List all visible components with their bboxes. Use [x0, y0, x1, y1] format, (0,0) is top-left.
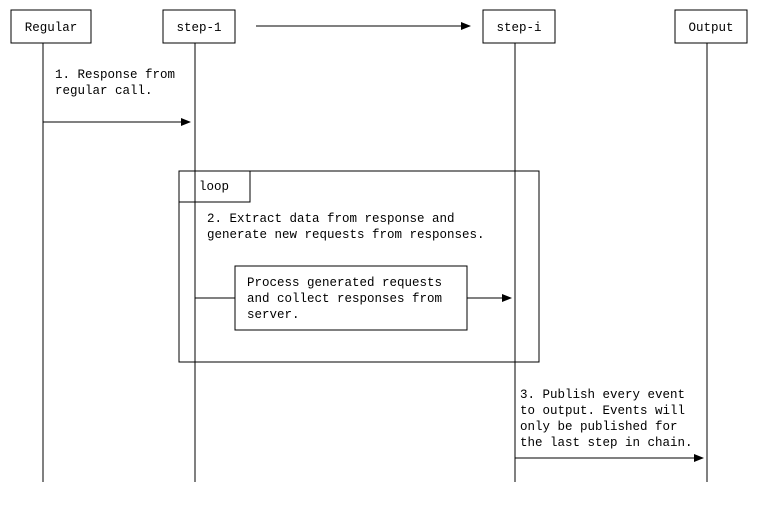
participant-regular-label: Regular	[25, 21, 78, 35]
participant-output-label: Output	[688, 21, 733, 35]
participant-step1: step-1	[162, 9, 236, 44]
participant-step1-label: step-1	[176, 21, 221, 35]
loop-label: loop	[199, 180, 229, 194]
participant-stepi: step-i	[482, 9, 556, 44]
process-box-line-1: Process generated requests	[247, 276, 442, 290]
participant-output: Output	[674, 9, 748, 44]
process-box-line-3: server.	[247, 308, 300, 322]
message-3-line-2: to output. Events will	[520, 404, 685, 418]
process-box: Process generated requests and collect r…	[234, 265, 468, 331]
message-2-line-2: generate new requests from responses.	[207, 228, 485, 242]
message-1-line-1: 1. Response from	[55, 68, 175, 82]
participant-stepi-label: step-i	[496, 21, 541, 35]
message-3-line-4: the last step in chain.	[520, 436, 693, 450]
message-1-line-2: regular call.	[55, 84, 153, 98]
process-box-line-2: and collect responses from	[247, 292, 442, 306]
message-3-line-1: 3. Publish every event	[520, 388, 685, 402]
message-3-line-3: only be published for	[520, 420, 678, 434]
participant-regular: Regular	[10, 9, 92, 44]
message-2-line-1: 2. Extract data from response and	[207, 212, 455, 226]
loop-fragment: loop	[178, 170, 540, 363]
